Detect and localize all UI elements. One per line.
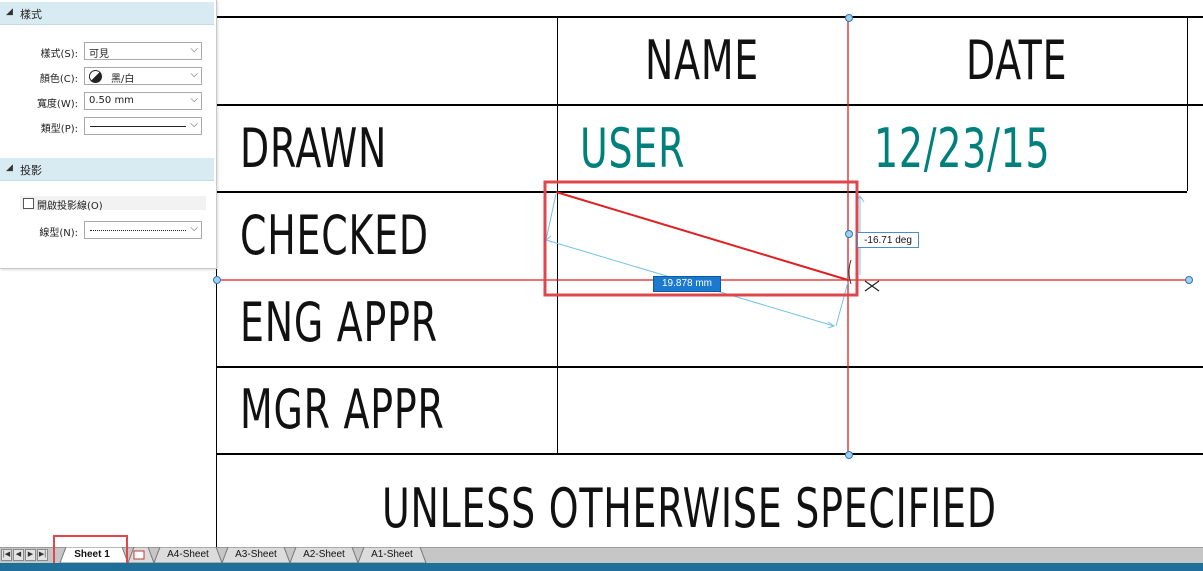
prev-sheet-icon[interactable]: ◀ [13,549,24,561]
width-label: 寬度(W): [36,99,78,110]
style-section-header[interactable]: ◢ 樣式 [0,2,214,25]
next-sheet-icon[interactable]: ▶ [25,549,36,561]
projection-checkbox[interactable] [23,198,34,209]
style-select[interactable]: 可見 ⌵ [84,42,202,60]
first-sheet-icon[interactable]: |◀ [1,549,12,561]
tab-a3-sheet[interactable]: A3-Sheet [235,549,277,560]
sheet-tab-bar: |◀ ◀ ▶ ▶| Sheet 1 A4-Sheet A3-Sheet A2-S… [0,547,1203,564]
type-label: 類型(P): [40,124,78,135]
dimension-arrow [827,321,836,329]
color-select[interactable]: 黑/白 ⌵ [84,67,202,85]
style-select-value: 可見 [89,49,109,60]
grid-line [216,104,1203,106]
linetype-select[interactable]: ⌵ [84,221,202,239]
grid-line [216,366,1203,368]
row-label-eng-appr: ENG APPR [240,291,438,354]
tab-a4-sheet[interactable]: A4-Sheet [167,549,209,560]
status-bar [0,563,1203,571]
row-label-checked: CHECKED [240,204,429,267]
footer-note: UNLESS OTHERWISE SPECIFIED [382,477,997,540]
grid-line [1187,16,1188,191]
width-select[interactable]: 0.50 mm ⌵ [84,92,202,110]
projection-section-header[interactable]: ◢ 投影 [0,158,214,181]
style-label: 樣式(S): [40,49,78,60]
guide-handle[interactable] [1185,276,1193,284]
grid-line [216,191,1187,193]
tab-sheet-1[interactable]: Sheet 1 [74,549,110,560]
header-name: NAME [645,29,760,92]
grid-line [216,453,1203,455]
projection-checkbox-row[interactable]: 開啟投影線(O) [20,196,206,212]
selected-line [555,191,849,281]
chevron-down-icon: ⌵ [190,119,198,130]
guide-handle[interactable] [213,276,221,284]
tab-a2-sheet[interactable]: A2-Sheet [303,549,345,560]
last-sheet-icon[interactable]: ▶| [37,549,48,561]
cursor-cross-icon [864,280,880,292]
width-select-value: 0.50 mm [89,95,134,106]
guide-handle[interactable] [845,14,853,22]
dimension-extension [835,281,849,327]
solid-line-preview [90,126,186,127]
drawn-name-value[interactable]: USER [580,117,686,180]
projection-section-title: 投影 [20,164,42,177]
dotted-line-preview [90,230,186,231]
drawn-date-value[interactable]: 12/23/15 [874,117,1051,180]
drawing-canvas[interactable]: NAME DATE DRAWN USER 12/23/15 CHECKED EN… [0,0,1203,547]
grid-line [557,16,558,453]
guide-handle[interactable] [845,230,853,238]
row-label-drawn: DRAWN [240,117,388,180]
style-section-title: 樣式 [20,8,42,21]
color-label: 顏色(C): [39,74,78,85]
tab-shapes [59,547,427,564]
row-label-mgr-appr: MGR APPR [240,378,445,441]
color-swatch-icon [89,70,102,83]
chevron-down-icon: ⌵ [190,94,198,105]
chevron-down-icon: ⌵ [190,44,198,55]
collapse-triangle-icon[interactable]: ◢ [6,7,13,17]
color-select-value: 黑/白 [111,74,135,85]
chevron-down-icon: ⌵ [190,69,198,80]
length-dimension-label[interactable]: 19.878 mm [653,276,721,292]
guide-handle[interactable] [845,451,853,459]
angle-dimension-label[interactable]: -16.71 deg [857,232,919,248]
projection-checkbox-label: 開啟投影線(O) [37,201,103,212]
property-panel: ◢ 樣式 樣式(S): 可見 ⌵ 顏色(C): 黑/白 ⌵ 寬度(W): 0.5… [0,0,217,269]
dimension-extension [545,193,557,241]
collapse-triangle-icon[interactable]: ◢ [6,163,13,173]
tab-a1-sheet[interactable]: A1-Sheet [371,549,413,560]
type-select[interactable]: ⌵ [84,117,202,135]
arc-marker [848,259,852,285]
header-date: DATE [966,29,1068,92]
chevron-down-icon: ⌵ [190,223,198,234]
new-sheet-icon[interactable] [130,548,154,563]
grid-line [216,16,1203,18]
linetype-label: 線型(N): [39,228,78,239]
